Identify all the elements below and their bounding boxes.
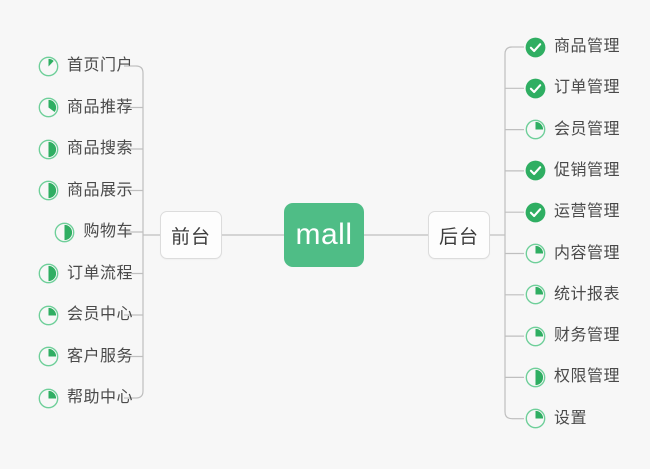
pie-progress-icon — [525, 367, 546, 388]
pie-progress-icon — [38, 388, 59, 409]
leaf-item-label: 权限管理 — [554, 368, 621, 386]
leaf-item-label: 帮助中心 — [66, 389, 133, 406]
leaf-item-backend-1[interactable]: 订单管理 — [525, 75, 620, 101]
pie-progress-icon — [525, 243, 546, 264]
leaf-item-label: 促销管理 — [554, 161, 621, 179]
leaf-item-frontend-2[interactable]: 商品搜索 — [38, 136, 133, 162]
leaf-item-label: 客户服务 — [66, 347, 133, 365]
pie-progress-icon — [54, 222, 75, 243]
leaf-item-frontend-0[interactable]: 首页门户 — [38, 53, 133, 79]
leaf-item-frontend-3[interactable]: 商品展示 — [38, 178, 133, 204]
check-circle-icon — [525, 37, 546, 58]
pie-progress-icon — [38, 139, 59, 160]
branch-node-backend[interactable]: 后台 — [428, 211, 490, 259]
leaf-item-frontend-8[interactable]: 帮助中心 — [38, 385, 133, 411]
pie-progress-icon — [525, 326, 546, 347]
leaf-item-label: 内容管理 — [554, 244, 621, 262]
leaf-item-label: 订单管理 — [554, 79, 621, 97]
pie-progress-icon — [38, 180, 59, 201]
pie-progress-icon — [525, 284, 546, 305]
leaf-item-backend-3[interactable]: 促销管理 — [525, 158, 620, 184]
leaf-item-label: 首页门户 — [66, 57, 133, 74]
pie-progress-icon — [38, 346, 59, 367]
leaf-item-backend-7[interactable]: 财务管理 — [525, 323, 620, 349]
leaf-item-backend-4[interactable]: 运营管理 — [525, 199, 620, 225]
pie-progress-icon — [38, 263, 59, 284]
leaf-item-label: 会员中心 — [66, 306, 133, 323]
leaf-item-frontend-4[interactable]: 购物车 — [54, 219, 133, 245]
leaf-item-backend-8[interactable]: 权限管理 — [525, 364, 620, 390]
leaf-item-frontend-5[interactable]: 订单流程 — [38, 261, 133, 287]
leaf-item-label: 统计报表 — [554, 285, 621, 303]
pie-progress-icon — [525, 408, 546, 429]
leaf-item-label: 商品搜索 — [66, 140, 133, 157]
leaf-item-frontend-6[interactable]: 会员中心 — [38, 302, 133, 328]
leaf-item-label: 设置 — [554, 409, 588, 427]
leaf-item-label: 订单流程 — [66, 264, 133, 282]
check-circle-icon — [525, 78, 546, 99]
leaf-item-label: 商品推荐 — [66, 98, 133, 116]
branch-node-frontend-label: 前台 — [170, 226, 211, 248]
leaf-item-label: 购物车 — [83, 223, 133, 240]
root-node-label: mall — [295, 218, 353, 251]
check-circle-icon — [525, 202, 546, 223]
pie-progress-icon — [38, 56, 59, 77]
branch-node-backend-label: 后台 — [438, 226, 479, 248]
leaf-item-backend-5[interactable]: 内容管理 — [525, 241, 620, 267]
branch-node-frontend[interactable]: 前台 — [160, 211, 222, 259]
leaf-item-frontend-7[interactable]: 客户服务 — [38, 344, 133, 370]
leaf-item-label: 商品管理 — [554, 38, 621, 55]
pie-progress-icon — [38, 97, 59, 118]
leaf-item-label: 财务管理 — [554, 327, 621, 345]
check-circle-icon — [525, 160, 546, 181]
pie-progress-icon — [38, 305, 59, 326]
leaf-item-backend-6[interactable]: 统计报表 — [525, 282, 620, 308]
leaf-item-backend-9[interactable]: 设置 — [525, 406, 587, 432]
leaf-item-backend-2[interactable]: 会员管理 — [525, 117, 620, 143]
leaf-item-backend-0[interactable]: 商品管理 — [525, 34, 620, 60]
root-node-mall[interactable]: mall — [284, 203, 364, 267]
connector-line — [504, 46, 513, 420]
leaf-item-label: 会员管理 — [554, 120, 621, 138]
leaf-item-label: 运营管理 — [554, 203, 621, 221]
pie-progress-icon — [525, 119, 546, 140]
leaf-item-label: 商品展示 — [66, 181, 133, 199]
leaf-item-frontend-1[interactable]: 商品推荐 — [38, 95, 133, 121]
